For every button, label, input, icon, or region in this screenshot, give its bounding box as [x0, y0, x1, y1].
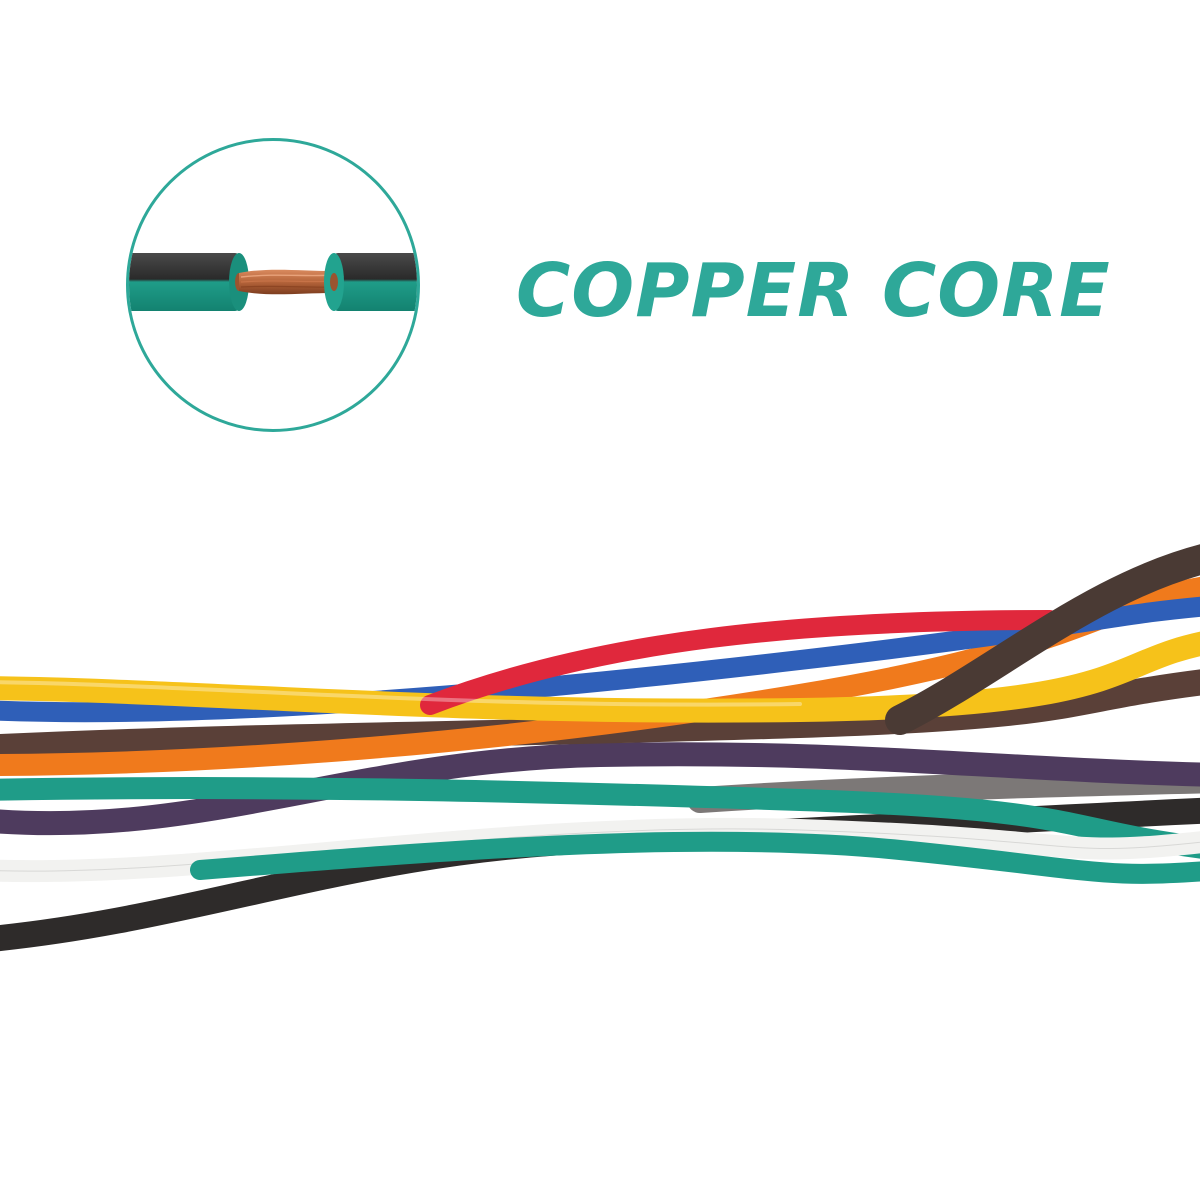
wire-left-insulation: [129, 253, 249, 311]
headline-copper-core: COPPER CORE: [516, 248, 1111, 334]
wire-closeup-circle: [126, 138, 420, 432]
wire-yellow: [0, 631, 1200, 723]
wire-brown: [0, 669, 1200, 761]
wire-green-lower: [190, 831, 1200, 884]
wire-red: [420, 610, 1060, 715]
wire-blue: [0, 596, 1200, 723]
stripped-wire-illustration: [129, 253, 417, 311]
wire-white-outline: [0, 828, 1200, 872]
copper-strands: [239, 269, 335, 295]
wire-green: [0, 777, 1200, 859]
wire-purple: [0, 742, 1200, 836]
wire-right-insulation: [324, 253, 417, 311]
wire-dark-brown-top: [885, 544, 1200, 735]
wire-highlight: [0, 680, 802, 707]
wire-bundle: [0, 544, 1200, 952]
